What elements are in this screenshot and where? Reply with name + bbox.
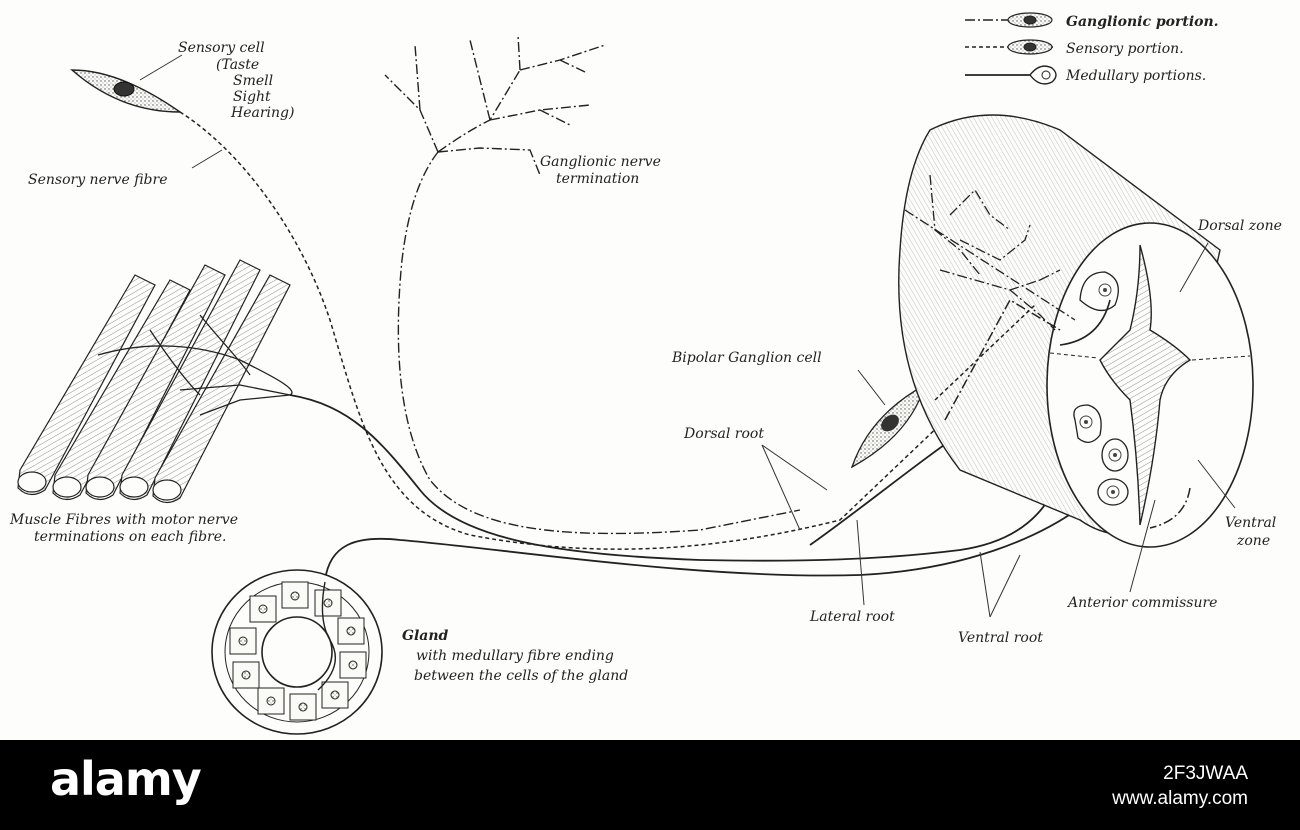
sensory-cell-taste: (Taste [216,57,259,73]
dorsal-zone-label: Dorsal zone [1197,218,1282,234]
muscle-fibre [85,264,226,501]
muscle-fibre [152,274,291,504]
dorsal-root-label: Dorsal root [683,426,764,442]
nervous-system-diagram: Ganglionic portion. Sensory portion. Med… [9,12,1282,735]
ganglionic-termination-label-1: Ganglionic nerve [540,154,661,170]
watermark-site: www.alamy.com [1112,788,1248,809]
watermark-image-id: 2F3JWAA [1163,763,1248,784]
legend-sensory-icon [965,39,1055,55]
ventral-root-label: Ventral root [958,630,1043,646]
gland-label: Gland [402,628,449,644]
gland-description-2: between the cells of the gland [414,668,628,684]
spinal-cord [898,114,1254,548]
lateral-root-label: Lateral root [809,609,895,625]
gland-nerve-fibre [324,491,1106,581]
cord-medullary-cell [1073,404,1102,443]
cord-medullary-cell [1097,478,1129,506]
sensory-nerve-fibre [179,111,946,550]
sensory-nerve-fibre-label: Sensory nerve fibre [28,172,167,188]
cord-medullary-cell [1101,438,1129,472]
sensory-cell-smell: Smell [233,73,273,89]
watermark-brand: alamy [50,752,202,806]
legend [965,12,1057,85]
legend-medullary-icon [965,65,1057,85]
legend-sensory-label: Sensory portion. [1066,41,1184,57]
ventral-zone-label-2: zone [1236,533,1270,549]
muscle-fibres-label-1: Muscle Fibres with motor nerve [9,512,238,528]
sensory-cell-sight: Sight [233,89,271,105]
muscle-fibre [119,259,261,501]
ganglionic-nerve-termination [384,34,801,535]
muscle-fibres-label-2: terminations on each fibre. [34,529,226,545]
ventral-zone-label-1: Ventral [1225,515,1276,531]
legend-ganglionic-label: Ganglionic portion. [1066,14,1219,30]
watermark-bar [0,740,1300,830]
muscle-fibres [17,259,293,504]
gland-cells [229,581,367,721]
muscle-fibre [17,274,156,496]
gland [211,569,383,735]
bipolar-ganglion-cell-label: Bipolar Ganglion cell [671,350,822,366]
ganglionic-termination-label-2: termination [556,171,639,187]
cord-medullary-cell [1079,271,1119,312]
anterior-commissure-label: Anterior commissure [1066,595,1217,611]
legend-medullary-label: Medullary portions. [1065,68,1206,84]
legend-ganglionic-icon [965,12,1055,28]
sensory-cell-hearing: Hearing) [230,105,294,121]
sensory-cell-label: Sensory cell [178,40,265,56]
sensory-cell [70,54,183,113]
gland-description-1: with medullary fibre ending [416,648,614,664]
